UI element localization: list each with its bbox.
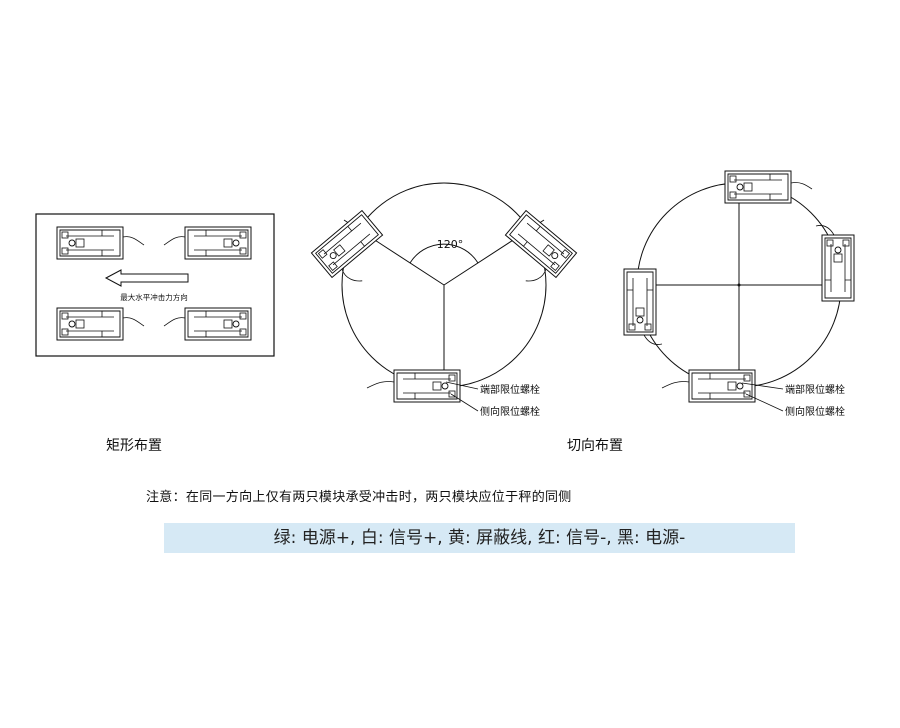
cable [341, 268, 363, 282]
impact-direction-arrow [104, 269, 189, 287]
rectangular-caption: 矩形布置 [106, 438, 162, 454]
arrow-label: 最大水平冲击力方向 [120, 292, 188, 302]
side-bolt-label: 侧向限位螺栓 [480, 405, 540, 418]
cable [163, 236, 186, 246]
cable [122, 317, 145, 327]
cable [366, 381, 395, 389]
triangular-layout: 120° 端部限位螺栓 侧向限位螺栓 [310, 182, 578, 418]
angle-label: 120° [437, 238, 464, 251]
rectangular-layout: 最大水平冲击力方向 [35, 213, 275, 357]
tangential-layout: 端部限位螺栓 侧向限位螺栓 [623, 170, 855, 418]
bolt-leaders [741, 382, 784, 412]
module-right [815, 225, 855, 302]
center-point [737, 283, 741, 287]
bolt-leaders [445, 381, 479, 412]
installation-note: 注意：在同一方向上仅有两只模块承受冲击时，两只模块应位于秤的同侧 [146, 490, 572, 505]
cable [815, 225, 835, 236]
module-bottom [366, 369, 461, 403]
side-bolt-label: 侧向限位螺栓 [785, 405, 845, 418]
cable [661, 381, 690, 389]
module-bottom-right [163, 307, 252, 341]
wire-color-legend: 绿: 电源+, 白: 信号+, 黄: 屏蔽线, 红: 信号-, 黑: 电源- [164, 523, 795, 553]
module-upper-left [310, 210, 384, 282]
cable [790, 182, 813, 190]
module-left [623, 268, 663, 345]
cable [643, 334, 663, 345]
module-bottom [661, 369, 756, 403]
cable [525, 268, 547, 282]
end-bolt-label: 端部限位螺栓 [480, 383, 540, 396]
angle-arc [409, 243, 479, 264]
module-top [724, 170, 813, 204]
module-top-right [163, 226, 252, 260]
end-bolt-label: 端部限位螺栓 [785, 383, 845, 396]
tangential-caption: 切向布置 [567, 438, 623, 454]
cable [163, 317, 186, 327]
module-bottom-left [56, 307, 145, 341]
module-top-left [56, 226, 145, 260]
module-upper-right [504, 210, 578, 282]
cable [122, 236, 145, 246]
